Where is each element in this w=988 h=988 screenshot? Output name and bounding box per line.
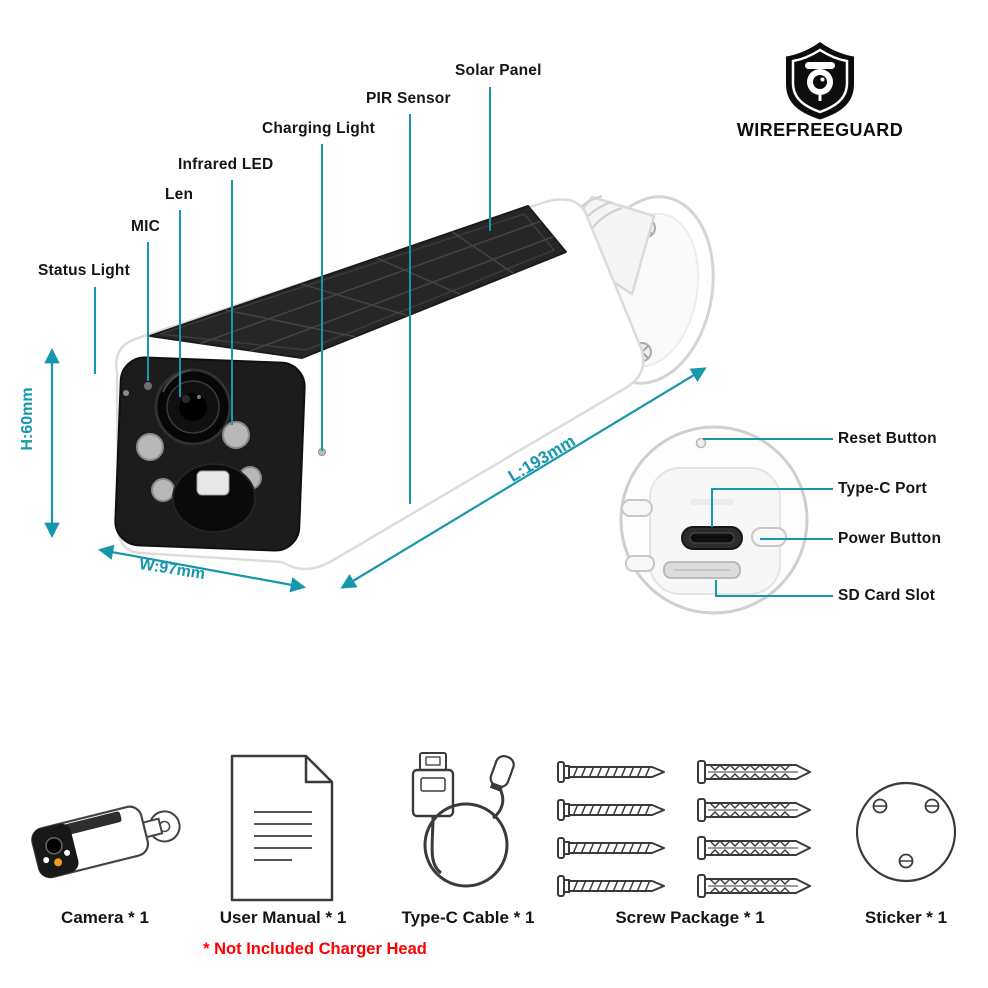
dimension-arrows — [44, 347, 707, 593]
solar-panel-label: Solar Panel — [455, 62, 542, 79]
cable-item-label: Type-C Cable * 1 — [401, 908, 535, 927]
back-leader-lines — [703, 438, 833, 597]
sd-card-slot-graphic — [663, 561, 741, 579]
package-manual-icon — [230, 754, 334, 902]
typec-leader — [711, 488, 833, 527]
status-light-label: Status Light — [38, 262, 130, 279]
callout-leader-lines — [94, 87, 491, 504]
infrared-led-graphics — [136, 421, 262, 502]
camera-item-label: Camera * 1 — [61, 908, 149, 927]
len-label: Len — [165, 186, 194, 203]
manual-item-label: User Manual * 1 — [219, 908, 347, 927]
infrared-led-label: Infrared LED — [178, 156, 274, 173]
power-button-label: Power Button — [838, 530, 942, 547]
mount-tab-left — [621, 499, 653, 517]
sticker-item-label: Sticker * 1 — [864, 908, 948, 927]
length-arrow — [340, 367, 707, 589]
camera-back-view — [619, 425, 809, 615]
package-cable-icon — [411, 752, 515, 888]
sd-card-slot-label: SD Card Slot — [838, 587, 936, 604]
power-button-graphic — [751, 527, 787, 547]
charging-light-label: Charging Light — [262, 120, 376, 137]
mount-tab-left-lower — [625, 555, 655, 572]
status-light-graphic — [123, 390, 129, 396]
package-camera-icon — [31, 805, 181, 879]
package-screws-icon — [557, 760, 811, 898]
width-arrow — [97, 544, 307, 593]
type-c-port-label: Type-C Port — [838, 480, 927, 497]
solar-panel-graphic — [149, 205, 567, 359]
pir-sensor-graphic — [172, 463, 256, 533]
lens-graphic — [154, 368, 232, 446]
pir-sensor-label: PIR Sensor — [366, 90, 451, 107]
reset-button-label: Reset Button — [838, 430, 937, 447]
charger-not-included-note: * Not Included Charger Head — [203, 940, 427, 958]
brand-shield-icon — [786, 42, 854, 120]
height-dimension-label: H:60mm — [19, 387, 36, 451]
sd-leader — [715, 580, 833, 597]
package-sticker-icon — [855, 781, 957, 883]
brand-name: WIREFREEGUARD — [736, 120, 904, 140]
type-c-port-graphic — [681, 526, 743, 550]
camera-front-face — [114, 356, 306, 552]
mic-hole-graphic — [144, 382, 152, 390]
mic-label: MIC — [131, 218, 161, 235]
screws-item-label: Screw Package * 1 — [615, 908, 765, 927]
